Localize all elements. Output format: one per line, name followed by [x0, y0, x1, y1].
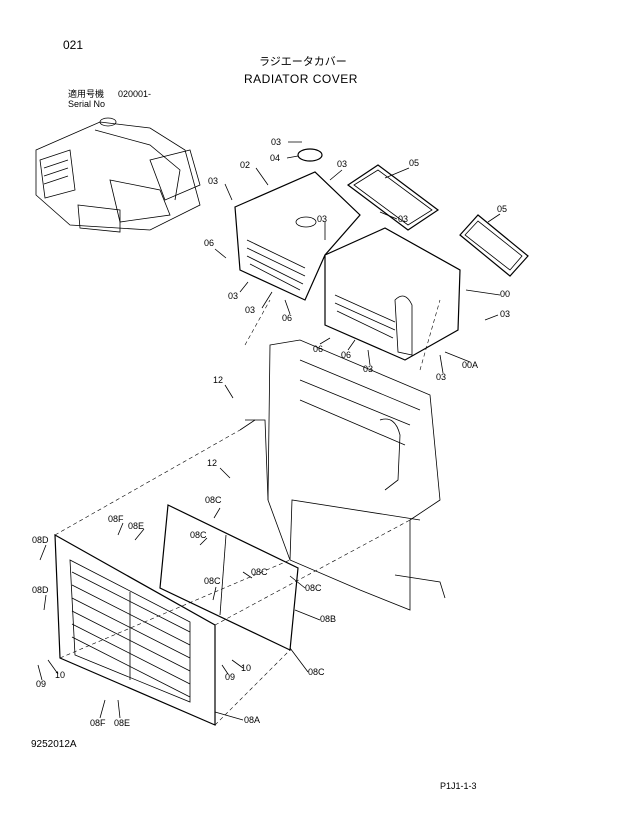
callout: 06	[313, 344, 323, 354]
callout: 05	[497, 204, 507, 214]
callout: 08E	[114, 718, 130, 728]
callout: 06	[341, 350, 351, 360]
callout: 03	[363, 364, 373, 374]
page-title: RADIATOR COVER	[244, 72, 358, 86]
callout: 06	[204, 238, 214, 248]
callout: 08D	[32, 585, 49, 595]
serial-label-japanese: 適用号機	[68, 89, 105, 99]
callout: 08E	[128, 521, 144, 531]
callout: 12	[213, 375, 223, 385]
figure-code: 9252012A	[31, 739, 77, 750]
callout: 09	[36, 679, 46, 689]
page-number: 021	[63, 38, 84, 52]
callout: 03	[337, 159, 347, 169]
title-japanese: ラジエータカバー	[259, 56, 347, 68]
seal-divider	[219, 534, 227, 616]
serial-label: Serial No	[68, 99, 106, 109]
callout: 03	[398, 214, 408, 224]
callout: 08F	[90, 718, 106, 728]
callout: 08C	[308, 667, 325, 677]
callout: 09	[225, 672, 235, 682]
gasket-05-lower	[459, 214, 529, 277]
callout: 12	[207, 458, 217, 468]
callout: 08C	[190, 530, 207, 540]
radiator-frame	[239, 339, 446, 611]
callout: 03	[500, 309, 510, 319]
callout: 00	[500, 289, 510, 299]
callout: 03	[208, 176, 218, 186]
callout: 08D	[32, 535, 49, 545]
callout: 08F	[108, 514, 124, 524]
callout: 03	[271, 137, 281, 147]
callout: 05	[409, 158, 419, 168]
callout: 03	[317, 214, 327, 224]
callout: 08C	[305, 583, 322, 593]
callout: 04	[270, 153, 280, 163]
callout: 08C	[205, 495, 222, 505]
machine-overview-illustration	[35, 117, 201, 233]
guide-lines	[54, 299, 441, 726]
callout: 02	[240, 160, 250, 170]
serial-number-value: 020001-	[118, 89, 152, 99]
callout: 10	[55, 670, 65, 680]
callout: 03	[245, 305, 255, 315]
callout-labels: 03 04 03 02 03 05 03 03 05 06 03 00 03 0…	[32, 137, 510, 728]
callout: 10	[241, 663, 251, 673]
callout: 08B	[320, 614, 336, 624]
callout: 00A	[462, 360, 478, 370]
callout: 08C	[204, 576, 221, 586]
cap-04	[297, 148, 323, 162]
callout: 03	[436, 372, 446, 382]
leader-lines	[37, 141, 501, 721]
page-reference: P1J1-1-3	[440, 781, 477, 791]
callout: 08C	[251, 567, 268, 577]
callout: 06	[282, 313, 292, 323]
cover-00	[324, 227, 461, 361]
callout: 08A	[244, 715, 260, 725]
callout: 03	[228, 291, 238, 301]
